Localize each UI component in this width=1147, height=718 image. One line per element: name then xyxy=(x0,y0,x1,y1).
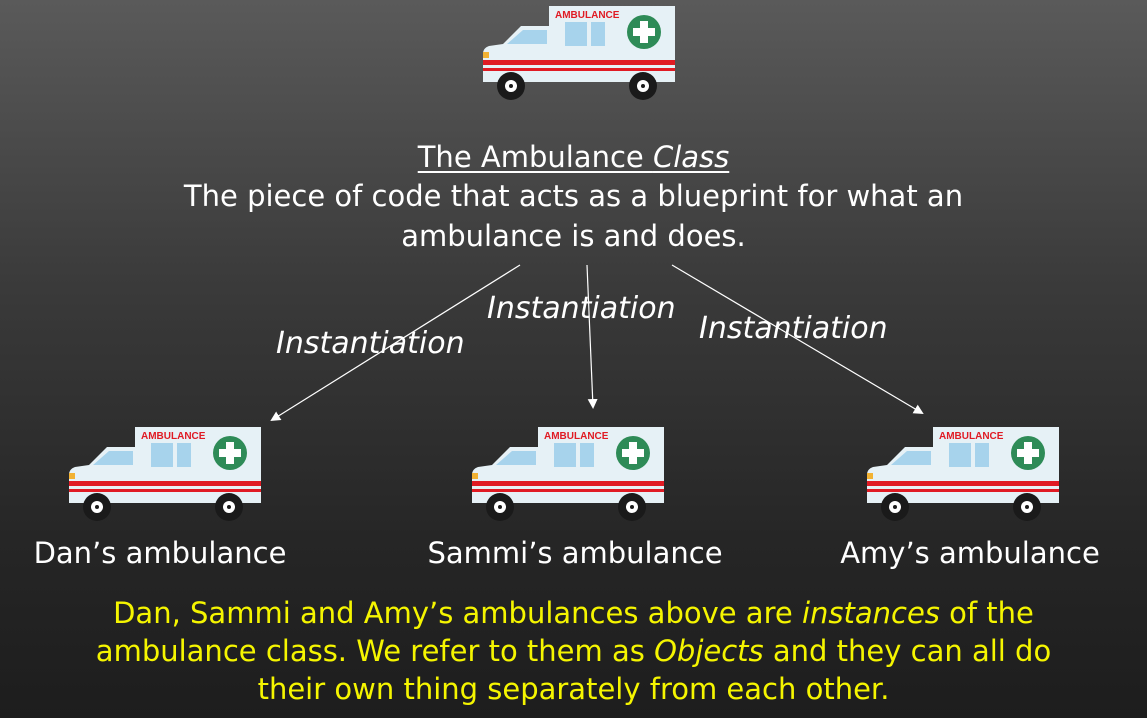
ambulance-icon: AMBULANCE xyxy=(483,6,675,100)
caption-amy: Amy’s ambulance xyxy=(840,536,1100,570)
footnote: Dan, Sammi and Amy’s ambulances above ar… xyxy=(0,594,1147,708)
arrow-to-dan xyxy=(270,264,521,422)
edge-label-dan: Instantiation xyxy=(276,326,465,361)
caption-dan: Dan’s ambulance xyxy=(33,536,287,570)
caption-sammi: Sammi’s ambulance xyxy=(427,536,723,570)
footnote-line3: their own thing separately from each oth… xyxy=(257,672,890,706)
footnote-line1: Dan, Sammi and Amy’s ambulances above ar… xyxy=(0,594,1147,632)
ambulance-label: AMBULANCE xyxy=(939,431,1004,442)
footnote-line1-text: Dan, Sammi and Amy’s ambulances above ar… xyxy=(113,596,802,630)
class-description-line2: ambulance is and does. xyxy=(401,219,746,253)
amy-ambulance-illustration: AMBULANCE xyxy=(867,427,1059,521)
ambulance-label: AMBULANCE xyxy=(555,10,620,21)
ambulance-label: AMBULANCE xyxy=(141,431,206,442)
class-description-line1: The piece of code that acts as a bluepri… xyxy=(183,179,964,213)
footnote-line1-end: of the xyxy=(939,596,1034,630)
sammi-ambulance-illustration: AMBULANCE xyxy=(472,427,664,521)
footnote-objects-emphasis: Objects xyxy=(654,634,764,668)
class-title-emphasis: Class xyxy=(652,140,730,174)
footnote-line2-end: and they can all do xyxy=(763,634,1052,668)
dan-ambulance-illustration: AMBULANCE xyxy=(69,427,261,521)
class-title: The Ambulance Class xyxy=(0,140,1147,174)
footnote-line2-text: ambulance class. We refer to them as xyxy=(95,634,655,668)
ambulance-icon: AMBULANCE xyxy=(472,427,664,521)
footnote-line2: ambulance class. We refer to them as Obj… xyxy=(0,632,1147,670)
ambulance-icon: AMBULANCE xyxy=(69,427,261,521)
class-description: The piece of code that acts as a bluepri… xyxy=(0,176,1147,256)
edge-label-amy: Instantiation xyxy=(699,311,888,346)
arrow-to-sammi xyxy=(586,264,598,409)
ambulance-icon: AMBULANCE xyxy=(867,427,1059,521)
footnote-instances-emphasis: instances xyxy=(801,596,940,630)
ambulance-label: AMBULANCE xyxy=(544,431,609,442)
edge-label-sammi: Instantiation xyxy=(487,291,676,326)
arrow-to-amy xyxy=(671,264,924,415)
class-ambulance-illustration: AMBULANCE xyxy=(483,6,675,100)
class-title-prefix: The Ambulance xyxy=(417,140,653,174)
